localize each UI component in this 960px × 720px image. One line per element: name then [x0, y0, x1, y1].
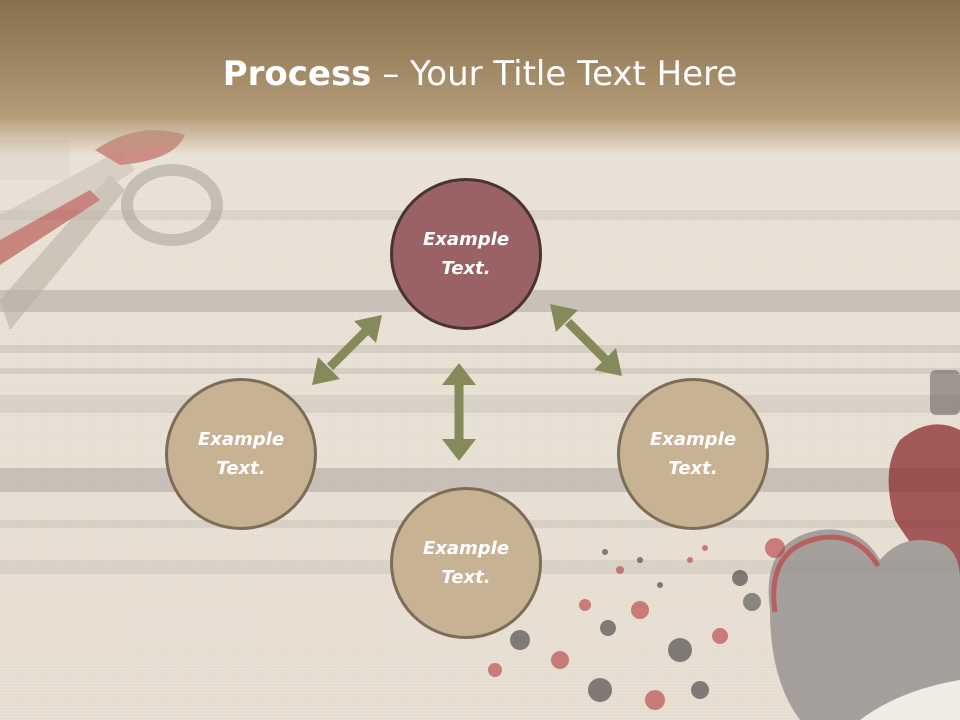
node-line: Example [649, 429, 737, 450]
process-node-top[interactable]: Example Text. [390, 178, 542, 330]
node-line: Example [422, 229, 510, 250]
slide-title: Process – Your Title Text Here [0, 52, 960, 96]
double-arrow-right [550, 304, 622, 376]
title-rest: – Your Title Text Here [371, 54, 738, 94]
title-bold: Process [222, 54, 372, 94]
node-line: Text. [216, 458, 266, 479]
fabric-stripe [0, 368, 960, 374]
node-line: Example [422, 538, 510, 559]
process-node-bottom[interactable]: Example Text. [390, 487, 542, 639]
double-arrow-left [312, 315, 382, 385]
process-node-right[interactable]: Example Text. [617, 378, 769, 530]
fabric-stripe [0, 345, 960, 353]
double-arrow-vertical [442, 363, 476, 461]
node-label-right: Example Text. [633, 425, 753, 483]
node-label-left: Example Text. [181, 425, 301, 483]
node-label-bottom: Example Text. [406, 534, 526, 592]
node-line: Text. [441, 258, 491, 279]
node-line: Example [197, 429, 285, 450]
node-line: Text. [668, 458, 718, 479]
process-node-left[interactable]: Example Text. [165, 378, 317, 530]
node-label-top: Example Text. [406, 225, 526, 283]
node-line: Text. [441, 567, 491, 588]
title-band [0, 0, 960, 155]
